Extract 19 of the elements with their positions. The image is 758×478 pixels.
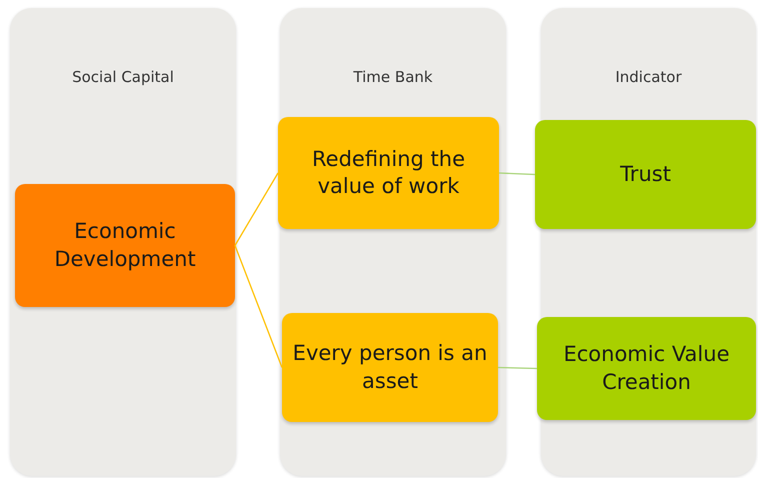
- process-box: [282, 313, 498, 422]
- process-box: [278, 117, 499, 229]
- process-box: [537, 317, 756, 420]
- column-heading: Time Bank: [352, 68, 434, 86]
- connector-line: [234, 245, 283, 368]
- box-label: Economic Value Creation: [562, 341, 730, 396]
- box-label: Trust: [619, 160, 672, 188]
- process-box: [15, 184, 235, 307]
- column-heading: Social Capital: [71, 68, 175, 86]
- connector-line: [234, 172, 279, 246]
- process-box: [535, 120, 756, 229]
- column-panel: [280, 8, 506, 476]
- connector-line: [498, 172, 536, 176]
- box-label: Economic Development: [53, 218, 197, 272]
- column-panel: [10, 8, 236, 476]
- connector-line: [498, 366, 538, 370]
- box-label: Every person is an asset: [292, 340, 488, 394]
- column-heading: Indicator: [614, 68, 683, 86]
- box-label: Redefining the value of work: [311, 146, 466, 200]
